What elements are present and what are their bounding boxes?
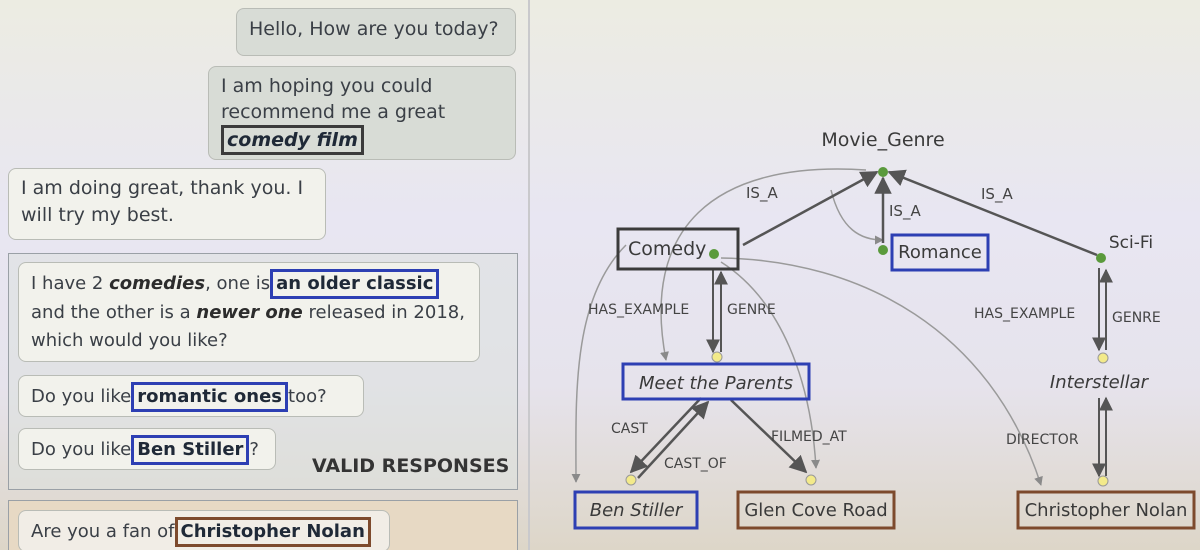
bot-message-greeting: I am doing great, thank you. I will try … [8, 168, 326, 240]
node-meet-parents[interactable]: Meet the Parents [639, 373, 793, 394]
edge-curve-comedy-glen [720, 261, 821, 469]
label-genre-left: GENRE [727, 302, 776, 318]
edge-curve-movie-genre-meet [660, 168, 867, 361]
label-is-a-right: IS_A [981, 185, 1013, 204]
node-box-nolan [1016, 490, 1196, 530]
edge-cast [629, 397, 702, 474]
label-is-a-mid: IS_A [889, 202, 921, 221]
message-text: I am hoping you could recommend me a gre… [221, 75, 446, 123]
node-box-ben-stiller [573, 490, 699, 530]
edge-filmed-at [730, 399, 808, 474]
label-genre-right: GENRE [1112, 310, 1161, 326]
entity-christopher-nolan[interactable]: Christopher Nolan [174, 517, 371, 547]
label-has-example-left: HAS_EXAMPLE [588, 302, 689, 318]
pane-divider [528, 0, 530, 550]
node-box-glen-cove [736, 490, 896, 530]
message-text: I am doing great, thank you. I will try … [21, 177, 304, 226]
node-dot-romance [878, 245, 888, 255]
edge-curve-comedy-nolan [720, 257, 1043, 486]
valid-responses-label: VALID RESPONSES [312, 455, 510, 477]
label-filmed-at: FILMED_AT [771, 429, 847, 445]
label-is-a-left: IS_A [746, 184, 778, 203]
node-dot-nolan [1097, 475, 1109, 487]
node-dot-movie-genre [878, 167, 888, 177]
node-dot-glen-cove [805, 474, 817, 486]
node-box-romance [890, 233, 990, 272]
knowledge-graph: Movie_Genre Comedy Romance Sci-Fi Meet t… [571, 129, 1196, 530]
node-movie-genre[interactable]: Movie_Genre [821, 129, 944, 151]
label-director: DIRECTOR [1006, 432, 1079, 448]
label-has-example-right: HAS_EXAMPLE [974, 306, 1075, 322]
node-dot-interstellar [1097, 352, 1109, 364]
label-cast-of: CAST_OF [664, 456, 727, 472]
node-dot-meet-parents [711, 351, 723, 363]
edge-cast-of [637, 400, 710, 479]
emphasis-newer-one: newer one [196, 302, 303, 323]
node-box-meet-parents [621, 362, 811, 401]
node-glen-cove[interactable]: Glen Cove Road [744, 500, 887, 521]
message-text: Hello, How are you today? [249, 18, 499, 40]
user-message-request: I am hoping you could recommend me a gre… [208, 66, 516, 160]
edge-curve-comedy-ben [571, 244, 627, 483]
emphasis-comedies: comedies [109, 273, 206, 294]
node-box-comedy [616, 227, 740, 271]
node-dot-ben-stiller [625, 474, 637, 486]
node-comedy[interactable]: Comedy [628, 238, 706, 260]
node-ben-stiller[interactable]: Ben Stiller [590, 500, 684, 521]
entity-comedy-film[interactable]: comedy film [221, 125, 364, 155]
node-scifi[interactable]: Sci-Fi [1109, 233, 1153, 253]
edge-is-a-comedy [742, 170, 879, 247]
label-cast: CAST [611, 421, 648, 437]
user-message-greeting: Hello, How are you today? [236, 8, 516, 56]
edge-is-a-scifi [887, 169, 1098, 257]
chat-pane: Hello, How are you today? I am hoping yo… [0, 0, 530, 550]
edge-curve-to-romance [830, 189, 884, 245]
node-romance[interactable]: Romance [898, 242, 982, 263]
entity-ben-stiller[interactable]: Ben Stiller [131, 435, 250, 465]
node-interstellar[interactable]: Interstellar [1050, 372, 1150, 393]
entity-romantic-ones[interactable]: romantic ones [131, 382, 289, 412]
node-dot-comedy [709, 249, 719, 259]
node-nolan[interactable]: Christopher Nolan [1025, 500, 1188, 521]
entity-older-classic[interactable]: an older classic [270, 269, 440, 299]
node-dot-scifi [1096, 253, 1106, 263]
